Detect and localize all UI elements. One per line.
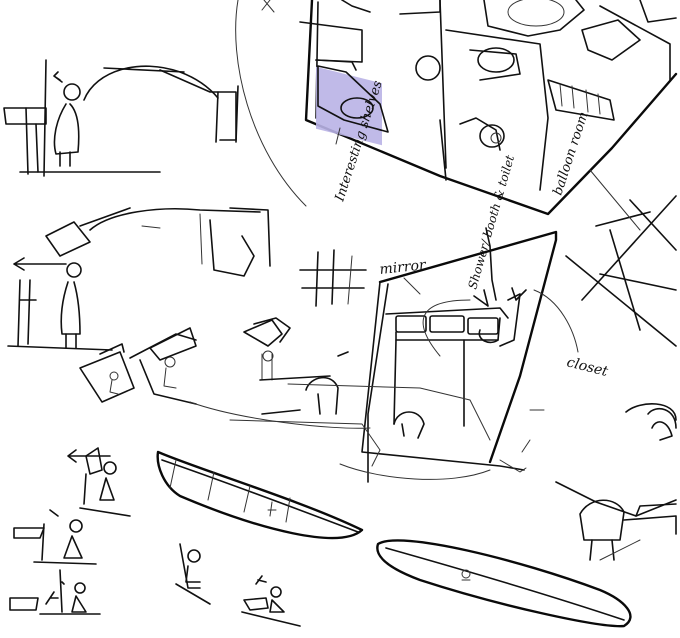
balloon-room-label: balloon room	[551, 110, 592, 197]
vignette-boxes-left	[79, 327, 197, 405]
grid-scribble	[299, 249, 367, 307]
mirror-label: mirror	[379, 257, 428, 278]
furniture-sketch-bottom-right	[555, 481, 677, 561]
closet-label: closet	[565, 354, 610, 380]
long-bench-sketch-2	[376, 539, 632, 628]
cross-scribble-right	[565, 169, 677, 347]
vignette-center-figure	[243, 317, 349, 415]
figure-bottom-center	[175, 543, 301, 627]
long-bench-sketch-1	[156, 450, 364, 540]
stamp-fragment-right	[625, 403, 677, 441]
vignette-top-left	[3, 59, 239, 177]
closet-room-sketch	[189, 227, 558, 483]
figure-stack-bottom-left	[9, 447, 131, 615]
bathroom-plan-sketch	[235, 0, 678, 216]
vignette-middle-left	[7, 207, 271, 351]
